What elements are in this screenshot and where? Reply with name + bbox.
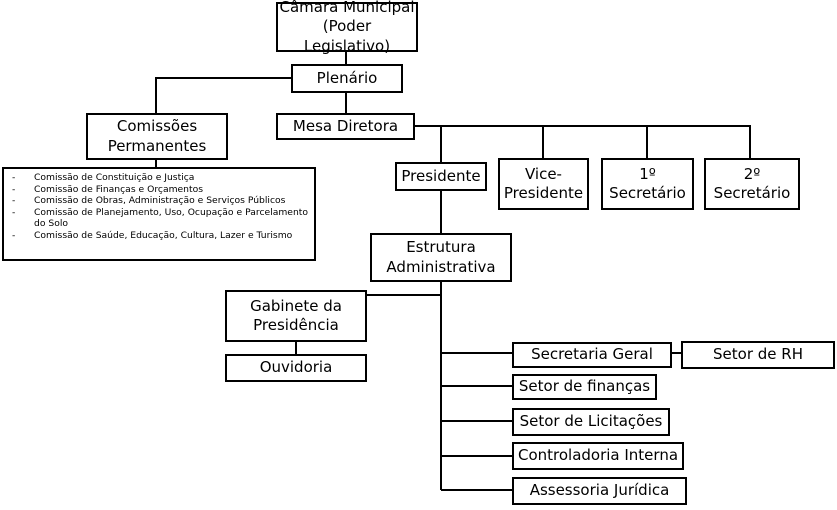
setor-financas-box: Setor de finanças [512,374,657,400]
committee-item: Comissão de Finanças e Orçamentos [12,184,308,196]
committee-item: Comissão de Constituição e Justiça [12,172,308,184]
ouvidoria-box: Ouvidoria [225,354,367,382]
camara-municipal-box: Câmara Municipal (Poder Legislativo) [276,0,418,55]
secretaria-geral-box: Secretaria Geral [512,342,672,368]
mesa-diretora-box: Mesa Diretora [276,113,415,140]
gabinete-presidencia-box: Gabinete da Presidência [225,290,367,342]
primeiro-secretario-box: 1º Secretário [601,158,694,210]
presidente-box: Presidente [395,162,487,191]
committee-item: Comissão de Planejamento, Uso, Ocupação … [12,207,308,230]
committee-item: Comissão de Saúde, Educação, Cultura, La… [12,230,308,242]
assessoria-juridica-box: Assessoria Jurídica [512,477,687,505]
connector-plenario-comissoes [155,77,291,113]
setor-licitacoes-box: Setor de Licitações [512,408,670,436]
comissoes-permanentes-box: Comissões Permanentes [86,113,228,160]
committee-item: Comissão de Obras, Administração e Servi… [12,195,308,207]
plenario-box: Plenário [291,64,403,93]
committee-list: Comissão de Constituição e Justiça Comis… [2,167,316,261]
controladoria-interna-box: Controladoria Interna [512,442,684,470]
setor-rh-box: Setor de RH [681,341,835,369]
vice-presidente-box: Vice- Presidente [498,158,589,210]
connector-mesa-officers [414,125,751,158]
segundo-secretario-box: 2º Secretário [704,158,800,210]
estrutura-administrativa-box: Estrutura Administrativa [370,233,512,282]
